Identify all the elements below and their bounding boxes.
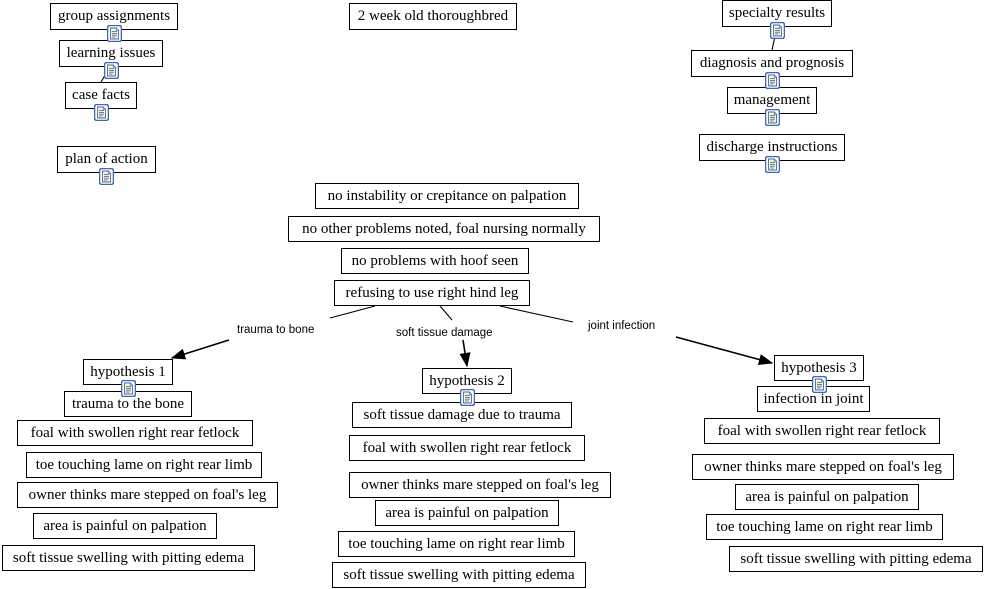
document-icon[interactable] (769, 21, 785, 40)
document-icon[interactable] (764, 155, 780, 174)
document-icon[interactable] (120, 379, 136, 398)
node-label: 2 week old thoroughbred (357, 8, 509, 24)
node-label: soft tissue damage due to trauma (363, 406, 561, 423)
node-label: foal with swollen right rear fetlock (717, 422, 927, 439)
node-h3-s3[interactable]: area is painful on palpation (735, 484, 919, 510)
node-label: owner thinks mare stepped on foal's leg (361, 476, 599, 493)
node-label: no instability or crepitance on palpatio… (327, 187, 567, 204)
node-label: case facts (72, 87, 130, 103)
node-label: soft tissue swelling with pitting edema (12, 549, 245, 566)
node-label: owner thinks mare stepped on foal's leg (28, 486, 267, 503)
node-h3-s2[interactable]: owner thinks mare stepped on foal's leg (692, 454, 954, 480)
node-label: foal with swollen right rear fetlock (30, 424, 240, 441)
node-label: group assignments (57, 8, 171, 24)
node-label: diagnosis and prognosis (699, 55, 845, 71)
connector-refusing-to-soft-tissue (439, 305, 453, 321)
node-label: specialty results (728, 5, 826, 21)
edge-layer (100, 26, 820, 402)
node-label: trauma to the bone (71, 395, 185, 412)
node-refusing-leg[interactable]: refusing to use right hind leg (334, 280, 530, 306)
node-label: toe touching lame on right rear limb (716, 518, 933, 535)
node-h1-s1[interactable]: foal with swollen right rear fetlock (17, 420, 253, 446)
node-hypothesis-2[interactable]: hypothesis 2 (422, 368, 512, 394)
connector-refusing-to-joint (499, 305, 574, 323)
node-h2-s3[interactable]: area is painful on palpation (375, 500, 559, 526)
node-label: foal with swollen right rear fetlock (362, 439, 572, 456)
node-h2-s1[interactable]: foal with swollen right rear fetlock (349, 435, 585, 461)
node-label: refusing to use right hind leg (345, 284, 519, 301)
node-h1-s2[interactable]: toe touching lame on right rear limb (26, 452, 262, 478)
node-h2-s2[interactable]: owner thinks mare stepped on foal's leg (349, 472, 611, 498)
edge-label-joint-infection: joint infection (588, 320, 656, 332)
node-title[interactable]: 2 week old thoroughbred (349, 3, 517, 30)
node-no-instability[interactable]: no instability or crepitance on palpatio… (315, 183, 579, 209)
connector-soft-tissue-to-hypothesis-2 (459, 339, 471, 368)
node-label: owner thinks mare stepped on foal's leg (704, 458, 942, 475)
document-icon[interactable] (106, 24, 122, 43)
node-label: no problems with hoof seen (351, 252, 519, 269)
node-soft-tissue-damage-trauma[interactable]: soft tissue damage due to trauma (352, 402, 572, 428)
node-label: toe touching lame on right rear limb (35, 456, 253, 473)
connector-trauma-to-hypothesis-1 (170, 339, 230, 360)
node-no-hoof-problems[interactable]: no problems with hoof seen (341, 248, 529, 274)
node-h3-s5[interactable]: soft tissue swelling with pitting edema (729, 546, 983, 572)
node-label: area is painful on palpation (745, 488, 909, 505)
node-h1-s3[interactable]: owner thinks mare stepped on foal's leg (17, 482, 278, 508)
node-label: area is painful on palpation (43, 517, 207, 534)
node-h1-s5[interactable]: soft tissue swelling with pitting edema (2, 545, 255, 571)
node-label: plan of action (65, 151, 148, 167)
node-h2-s4[interactable]: toe touching lame on right rear limb (338, 531, 575, 557)
node-label: infection in joint (763, 390, 864, 407)
edge-label-trauma-to-bone: trauma to bone (237, 324, 315, 336)
node-label: hypothesis 1 (90, 363, 166, 380)
node-h3-s1[interactable]: foal with swollen right rear fetlock (704, 418, 940, 444)
node-h2-s5[interactable]: soft tissue swelling with pitting edema (332, 562, 586, 588)
node-no-other-problems[interactable]: no other problems noted, foal nursing no… (288, 216, 600, 242)
node-label: management (733, 92, 811, 108)
node-h1-s4[interactable]: area is painful on palpation (33, 513, 217, 539)
document-icon[interactable] (764, 108, 780, 127)
document-icon[interactable] (764, 71, 780, 90)
document-icon[interactable] (98, 167, 115, 186)
document-icon[interactable] (811, 375, 827, 394)
node-label: hypothesis 2 (429, 372, 505, 389)
node-label: hypothesis 3 (781, 359, 857, 376)
node-label: soft tissue swelling with pitting edema (343, 566, 575, 583)
document-icon[interactable] (103, 61, 119, 80)
document-icon[interactable] (93, 103, 109, 122)
node-label: discharge instructions (706, 139, 838, 155)
node-label: learning issues (66, 45, 156, 61)
node-label: toe touching lame on right rear limb (348, 535, 565, 552)
node-h3-s4[interactable]: toe touching lame on right rear limb (706, 514, 943, 540)
node-label: soft tissue swelling with pitting edema (740, 550, 972, 567)
connector-refusing-to-trauma (329, 305, 376, 319)
node-label: no other problems noted, foal nursing no… (302, 220, 586, 237)
document-icon[interactable] (459, 388, 475, 407)
connector-joint-to-hypothesis-3 (675, 336, 774, 365)
node-label: area is painful on palpation (385, 504, 549, 521)
edge-label-soft-tissue-damage: soft tissue damage (396, 327, 493, 339)
